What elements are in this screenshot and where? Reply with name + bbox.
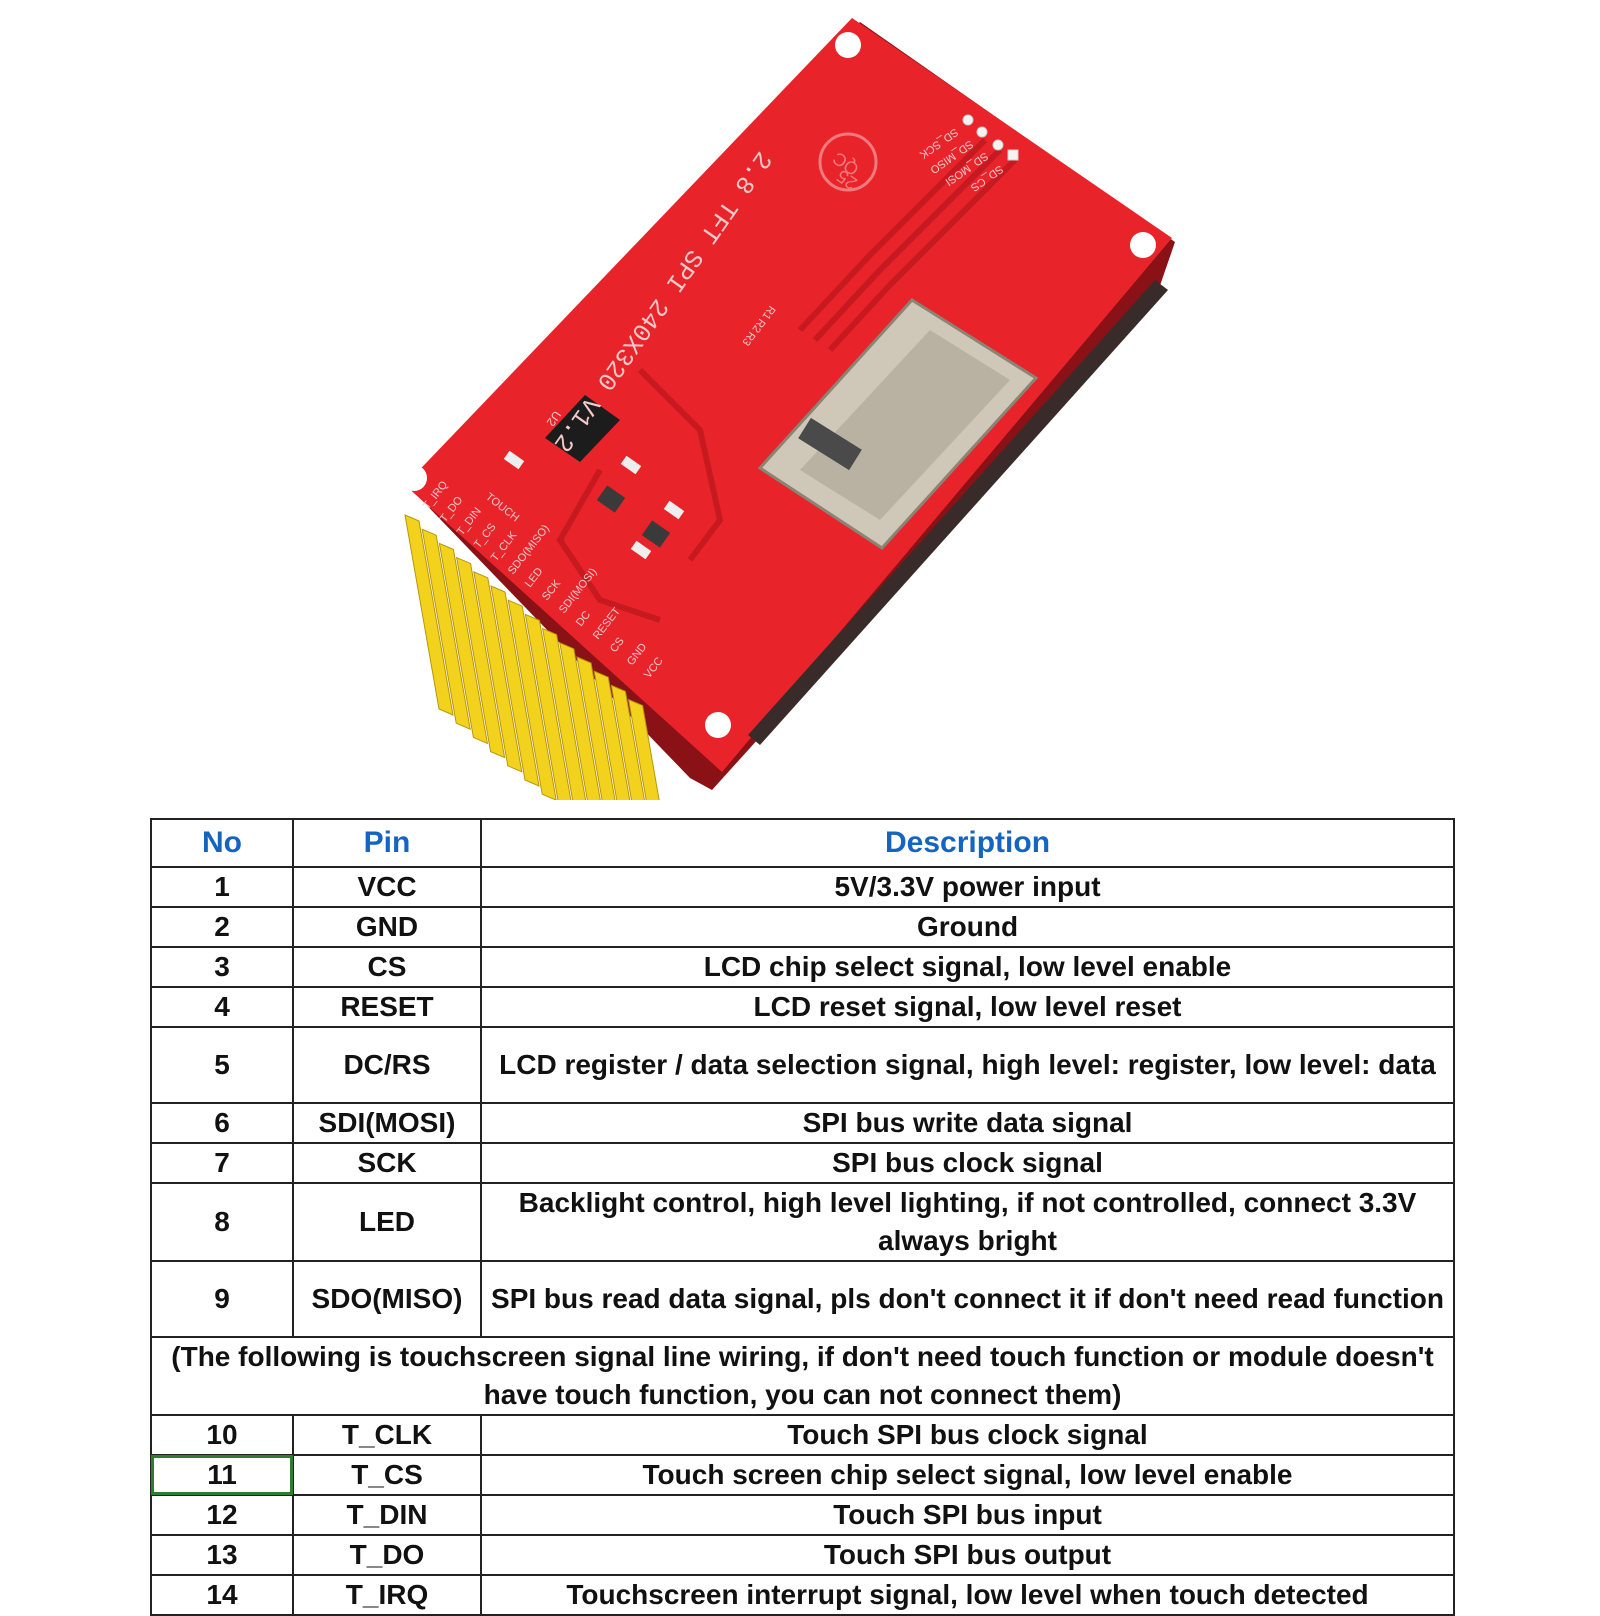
cell-no: 12 [150,1494,294,1536]
pcb-board [405,18,1172,772]
sd-pads [962,114,1019,161]
header-no: No [150,818,294,868]
table-row: 12 T_DIN Touch SPI bus input [150,1494,1455,1536]
pin-header [404,514,660,800]
cell-no: 5 [150,1026,294,1104]
table-row: 7 SCK SPI bus clock signal [150,1142,1455,1184]
cell-no: 10 [150,1414,294,1456]
header-pin [610,684,645,800]
cell-pin: SDI(MOSI) [292,1102,482,1144]
cell-description: SPI bus write data signal [480,1102,1455,1144]
cell-pin: LED [292,1182,482,1262]
cell-pin: T_CS [292,1454,482,1496]
cell-description: Touch SPI bus input [480,1494,1455,1536]
cell-no: 13 [150,1534,294,1576]
mounting-hole [1130,232,1156,258]
header-pin [421,528,471,731]
touch-note-row: (The following is touchscreen signal lin… [150,1336,1455,1416]
table-row: 6 SDI(MOSI) SPI bus write data signal [150,1102,1455,1144]
table-row: 4 RESET LCD reset signal, low level rese… [150,986,1455,1028]
header-pin [541,627,587,800]
header-pin [507,599,557,800]
header-pin [455,556,506,759]
cell-description: Touchscreen interrupt signal, low level … [480,1574,1455,1616]
cell-pin: DC/RS [292,1026,482,1104]
cell-no: 1 [150,866,294,908]
cell-no: 4 [150,986,294,1028]
pin-table-container: No Pin Description 1 VCC 5V/3.3V power i… [150,818,1455,1616]
table-row: 1 VCC 5V/3.3V power input [150,866,1455,908]
cell-description: SPI bus read data signal, pls don't conn… [480,1260,1455,1338]
header-pin [404,514,454,716]
cell-pin: SDO(MISO) [292,1260,482,1338]
header-pin [627,698,660,800]
cell-pin: VCC [292,866,482,908]
table-row: 2 GND Ground [150,906,1455,948]
header-description: Description [480,818,1455,868]
cell-description: 5V/3.3V power input [480,866,1455,908]
cell-no: 6 [150,1102,294,1144]
sd-card-slot [757,298,1039,550]
table-row: 3 CS LCD chip select signal, low level e… [150,946,1455,988]
cell-no: 14 [150,1574,294,1616]
mounting-holes [401,32,1156,738]
table-row: 5 DC/RS LCD register / data selection si… [150,1026,1455,1104]
table-row: 14 T_IRQ Touchscreen interrupt signal, l… [150,1574,1455,1616]
cell-description: Touch SPI bus clock signal [480,1414,1455,1456]
header-pin [593,670,631,800]
cell-no: 8 [150,1182,294,1262]
touch-note: (The following is touchscreen signal lin… [150,1336,1455,1416]
table-header-row: No Pin Description [150,818,1455,868]
ic-chip-u2 [545,395,620,462]
display-edge [748,280,1168,745]
pcb-board-photo: QC 25 2.8 TFT SPI 240X320 V1.2 U2 SD_SCK… [401,18,1175,800]
cell-pin: T_CLK [292,1414,482,1456]
cell-description: LCD register / data selection signal, hi… [480,1026,1455,1104]
cell-no-selected[interactable]: 11 [150,1454,294,1496]
cell-pin: T_DO [292,1534,482,1576]
header-pin [559,641,601,800]
cell-description: LCD reset signal, low level reset [480,986,1455,1028]
cell-description: LCD chip select signal, low level enable [480,946,1455,988]
table-row: 13 T_DO Touch SPI bus output [150,1534,1455,1576]
cell-pin: T_IRQ [292,1574,482,1616]
cell-description: SPI bus clock signal [480,1142,1455,1184]
cell-pin: CS [292,946,482,988]
mounting-hole [401,465,427,491]
cell-no: 3 [150,946,294,988]
header-pin [524,613,572,800]
mounting-hole [835,32,861,58]
cell-no: 7 [150,1142,294,1184]
header-pin [438,542,489,745]
mounting-hole [705,712,731,738]
table-row: 11 T_CS Touch screen chip select signal,… [150,1454,1455,1496]
cell-no: 9 [150,1260,294,1338]
cell-pin: RESET [292,986,482,1028]
cell-pin: T_DIN [292,1494,482,1536]
header-pin [473,570,523,773]
cell-pin: GND [292,906,482,948]
table-row: 9 SDO(MISO) SPI bus read data signal, pl… [150,1260,1455,1338]
cell-no: 2 [150,906,294,948]
cell-description: Ground [480,906,1455,948]
pcb-traces [556,137,1018,623]
table-row: 8 LED Backlight control, high level ligh… [150,1182,1455,1262]
cell-description: Touch screen chip select signal, low lev… [480,1454,1455,1496]
table-row: 10 T_CLK Touch SPI bus clock signal [150,1414,1455,1456]
cell-description: Touch SPI bus output [480,1534,1455,1576]
cell-pin: SCK [292,1142,482,1184]
cell-description: Backlight control, high level lighting, … [480,1182,1455,1262]
header-pin: Pin [292,818,482,868]
header-pin [576,656,616,800]
pin-description-table: No Pin Description 1 VCC 5V/3.3V power i… [150,818,1455,1616]
smd-components [503,450,685,560]
header-pin [490,585,540,787]
